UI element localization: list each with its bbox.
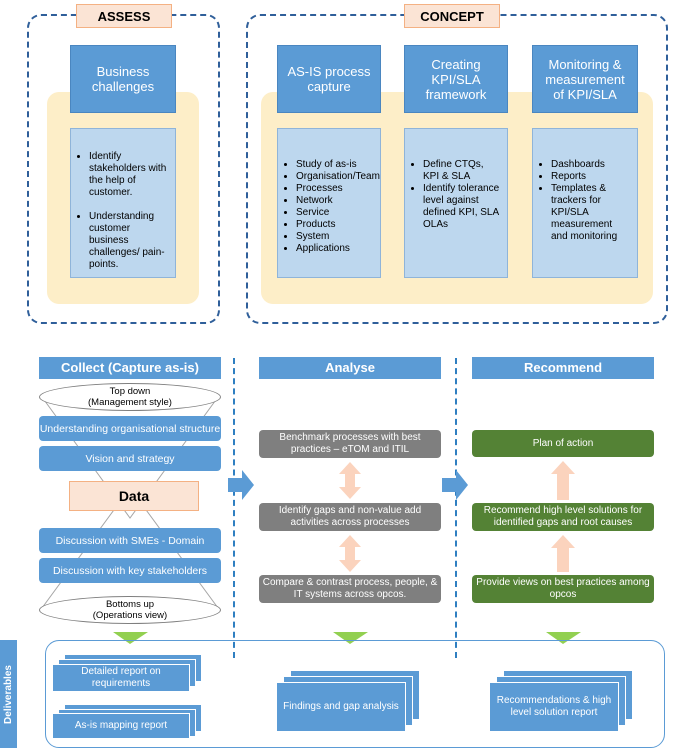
doc-asis-mapping: As-is mapping report — [52, 713, 190, 739]
collect-item-stakeholders: Discussion with key stakeholders — [39, 558, 221, 583]
deliverables-frame — [45, 640, 665, 748]
concept-head-monitoring: Monitoring & measurement of KPI/SLA — [532, 45, 638, 113]
assess-bullet-2: Understanding customer business challeng… — [89, 211, 169, 271]
assess-tag: ASSESS — [76, 4, 172, 28]
data-box: Data — [69, 481, 199, 511]
asis-bullet-4: Network — [296, 195, 374, 207]
down-triangle-3-icon — [546, 632, 581, 644]
down-triangle-2-icon — [333, 632, 368, 644]
asis-bullet-7: System — [296, 231, 374, 243]
collect-item-vision: Vision and strategy — [39, 446, 221, 471]
recommend-item-plan: Plan of action — [472, 430, 654, 457]
asis-bullet-3: Processes — [296, 183, 374, 195]
top-down-ellipse: Top down (Management style) — [39, 383, 221, 411]
concept-tag: CONCEPT — [404, 4, 500, 28]
kpi-bullet-2: Identify tolerance level against defined… — [423, 183, 501, 231]
recommend-item-views: Provide views on best practices among op… — [472, 575, 654, 603]
analyse-head: Analyse — [259, 357, 441, 379]
down-triangle-1-icon — [113, 632, 148, 644]
deliverables-label-text: Deliverables — [3, 664, 14, 724]
arrow-right-2-icon — [442, 470, 468, 500]
doc-requirements: Detailed report on requirements — [52, 664, 190, 692]
collect-head: Collect (Capture as-is) — [39, 357, 221, 379]
recommend-item-solutions: Recommend high level solutions for ident… — [472, 503, 654, 531]
monitoring-bullet-2: Reports — [551, 171, 631, 183]
concept-bullets-asis: Study of as-is Organisation/Team Process… — [277, 128, 381, 278]
asis-bullet-8: Applications — [296, 243, 374, 255]
collect-item-smes: Discussion with SMEs - Domain — [39, 528, 221, 553]
kpi-bullet-1: Define CTQs, KPI & SLA — [423, 159, 501, 183]
asis-bullet-1: Study of as-is — [296, 159, 374, 171]
concept-bullets-kpi: Define CTQs, KPI & SLA Identify toleranc… — [404, 128, 508, 278]
double-arrow-1-icon — [339, 462, 361, 499]
recommend-head: Recommend — [472, 357, 654, 379]
arrow-right-1-icon — [228, 470, 254, 500]
separator-left — [233, 358, 235, 658]
analyse-item-gaps: Identify gaps and non-value add activiti… — [259, 503, 441, 531]
doc-findings: Findings and gap analysis — [276, 682, 406, 732]
concept-head-kpi: Creating KPI/SLA framework — [404, 45, 508, 113]
top-down-label: Top down — [109, 386, 151, 397]
operations-view-label: (Operations view) — [92, 610, 168, 621]
monitoring-bullet-3: Templates & trackers for KPI/SLA measure… — [551, 183, 631, 243]
analyse-item-compare: Compare & contrast process, people, & IT… — [259, 575, 441, 603]
up-arrow-2-icon — [551, 535, 575, 572]
concept-bullets-monitoring: Dashboards Reports Templates & trackers … — [532, 128, 638, 278]
asis-bullet-2: Organisation/Team — [296, 171, 380, 183]
collect-item-org-structure: Understanding organisational structure — [39, 416, 221, 441]
double-arrow-2-icon — [339, 535, 361, 572]
assess-head: Business challenges — [70, 45, 176, 113]
assess-bullets: Identify stakeholders with the help of c… — [70, 128, 176, 278]
deliverables-label: Deliverables — [0, 640, 17, 748]
monitoring-bullet-1: Dashboards — [551, 159, 631, 171]
asis-bullet-6: Products — [296, 219, 374, 231]
management-style-label: (Management style) — [88, 397, 172, 408]
asis-bullet-5: Service — [296, 207, 374, 219]
doc-recommendations: Recommendations & high level solution re… — [489, 682, 619, 732]
concept-head-asis: AS-IS process capture — [277, 45, 381, 113]
bottoms-up-ellipse: Bottoms up (Operations view) — [39, 596, 221, 624]
assess-bullet-1: Identify stakeholders with the help of c… — [89, 151, 169, 199]
bottoms-up-label: Bottoms up — [105, 599, 155, 610]
analyse-item-benchmark: Benchmark processes with best practices … — [259, 430, 441, 458]
separator-right — [455, 358, 457, 658]
up-arrow-1-icon — [551, 461, 575, 500]
